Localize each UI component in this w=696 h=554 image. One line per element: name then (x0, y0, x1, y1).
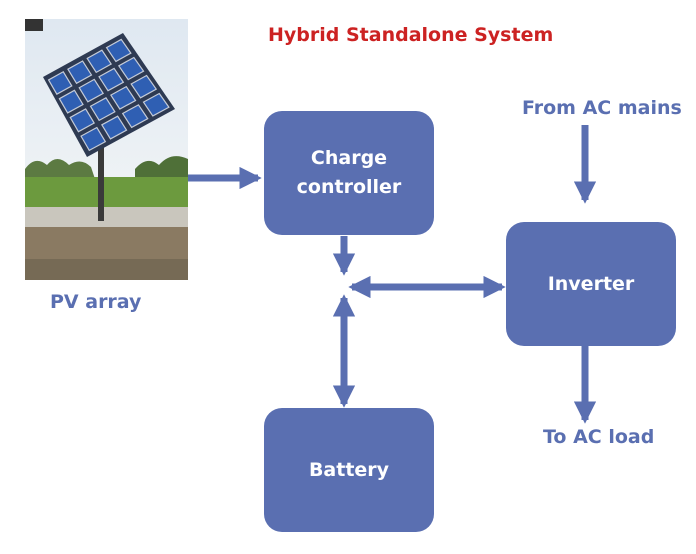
solar-cell (58, 89, 84, 114)
solar-cell (67, 60, 93, 85)
solar-cell (121, 104, 149, 129)
solar-cell (142, 92, 170, 117)
inverter-block: Inverter (506, 222, 676, 346)
solar-cell (86, 49, 113, 74)
solar-cell (130, 74, 158, 99)
solar-cell (89, 96, 116, 122)
solar-cell (98, 67, 125, 92)
solar-cell (109, 85, 137, 110)
ac-mains-label: From AC mains (522, 97, 682, 119)
pv-array-photo (25, 19, 188, 280)
solar-cell (69, 108, 96, 133)
solar-cell (47, 70, 73, 96)
battery-block: Battery (264, 408, 434, 532)
solar-cell (80, 126, 107, 152)
solar-cell (117, 56, 145, 81)
battery-label: Battery (308, 458, 390, 481)
solar-cell (78, 78, 105, 103)
charge-controller-block: Charge controller (264, 111, 434, 235)
inverter-label: Inverter (547, 272, 635, 295)
pv-array-label: PV array (50, 291, 142, 313)
diagram-title: Hybrid Standalone System (268, 24, 554, 46)
charge-controller-label: Charge controller (296, 147, 402, 198)
ac-load-label: To AC load (543, 426, 655, 448)
solar-cell (101, 115, 128, 140)
solar-cell (105, 38, 132, 63)
